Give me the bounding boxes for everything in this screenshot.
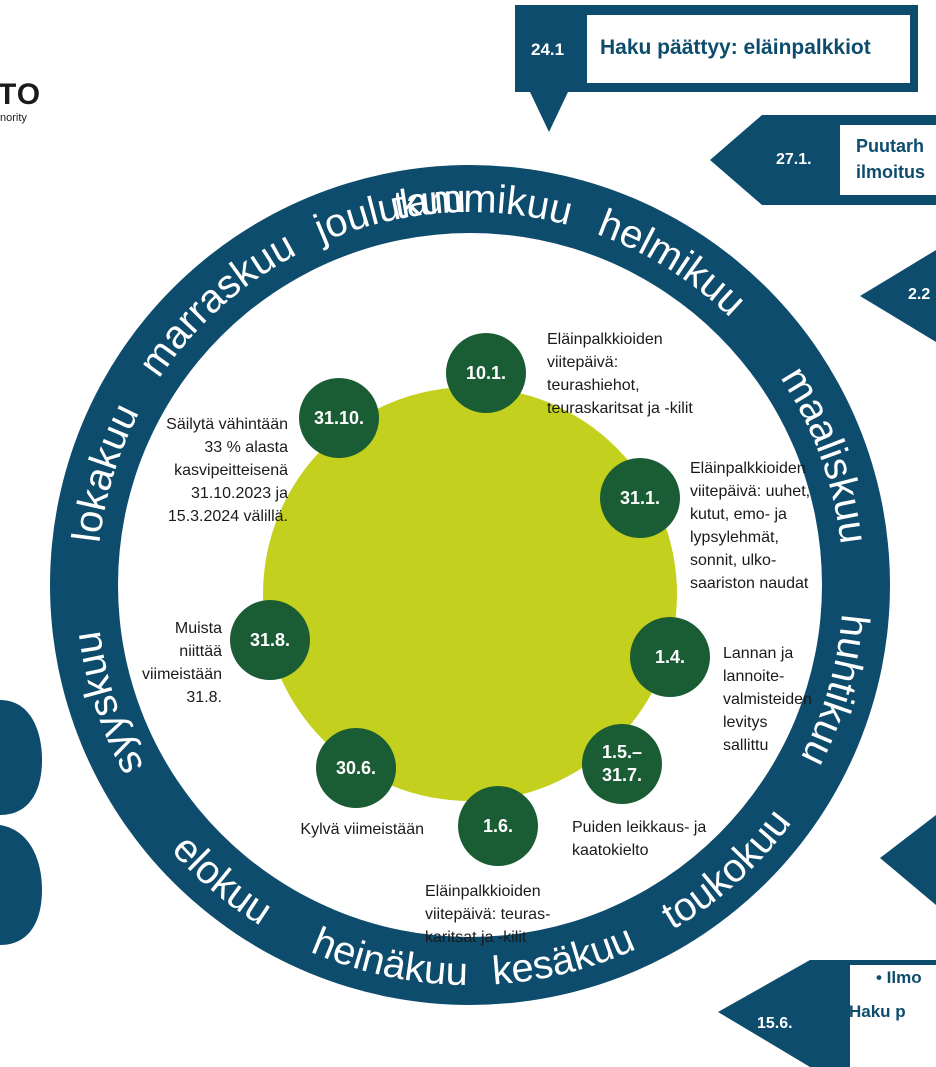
note-line: Puiden leikkaus- ja [572, 819, 707, 836]
note-line: viitepäivä: teuras- [425, 906, 551, 923]
note-line: viitepäivä: [547, 354, 619, 371]
note-line: teurashiehot, [547, 377, 640, 394]
note-line: Säilytä vähintään [166, 416, 288, 433]
date-dot-1-4-label: 1.4. [654, 646, 686, 667]
event-note-1-5: Puiden leikkaus- ja kaatokielto [572, 816, 706, 862]
note-line: viimeistään [141, 666, 222, 683]
left-edge-shape-upper [0, 700, 42, 815]
event-note-31-8: Muista niittää viimeistään 31.8. [100, 617, 222, 709]
date-dot-1-5-31-7: 1.5.– 31.7. [582, 724, 662, 804]
flag-15-6-line1: • Ilmo [876, 968, 922, 987]
flag-24-1 [515, 5, 918, 132]
note-line: kaatokielto [572, 842, 649, 859]
event-note-30-6: Kylvä viimeistään [250, 818, 424, 841]
note-line: sallittu [723, 737, 769, 754]
note-line: 31.10.2023 ja [191, 485, 288, 502]
note-line: Lannan ja [723, 645, 794, 662]
note-line: levitys [723, 714, 768, 731]
date-line-2: 31.7. [601, 765, 643, 785]
note-line: karitsat ja -kilit [425, 929, 527, 946]
date-dot-31-8: 31.8. [230, 600, 310, 680]
flag-15-6-date: 15.6. [757, 1015, 793, 1032]
flag-27-1-line2: ilmoitus [856, 162, 926, 182]
flag-15-6-line2: Haku p [849, 1002, 906, 1021]
date-dot-1-6: 1.6. [458, 786, 538, 866]
note-line: viitepäivä: uuhet, [690, 483, 811, 500]
note-line: Muista [174, 620, 222, 637]
event-note-1-6: Eläinpalkkioiden viitepäivä: teuras- kar… [425, 880, 550, 949]
event-note-31-10: Säilytä vähintään 33 % alasta kasvipeitt… [130, 413, 288, 528]
date-dot-31-1: 31.1. [600, 458, 680, 538]
date-dot-30-6: 30.6. [316, 728, 396, 808]
event-note-31-1: Eläinpalkkioiden viitepäivä: uuhet, kutu… [690, 457, 810, 595]
note-line: sonnit, ulko- [690, 552, 777, 569]
date-dot-1-4: 1.4. [630, 617, 710, 697]
flag-27-1-line1: Puutarh [856, 136, 925, 156]
note-line: 33 % alasta [204, 439, 288, 456]
flag-15-6 [718, 960, 936, 1067]
date-dot-31-10: 31.10. [299, 378, 379, 458]
logo-subtext: nority [0, 112, 27, 124]
note-line: Eläinpalkkioiden [690, 460, 806, 477]
note-line: Kylvä viimeistään [300, 821, 424, 838]
left-edge-shape-lower [0, 825, 42, 945]
flag-2-2 [860, 250, 936, 342]
note-line: teuraskaritsat ja -kilit [547, 400, 693, 417]
date-line-1: 1.5.– [601, 742, 643, 762]
note-line: lypsylehmät, [690, 529, 779, 546]
note-line: niittää [179, 643, 222, 660]
center-disc [263, 387, 677, 801]
note-line: valmisteiden [723, 691, 812, 708]
flag-27-1-date: 27.1. [776, 151, 812, 168]
logo-text: TO [0, 78, 42, 111]
note-line: Eläinpalkkioiden [425, 883, 541, 900]
note-line: kutut, emo- ja [690, 506, 787, 523]
flag-24-1-title: Haku päättyy: eläinpalkkiot [600, 36, 871, 59]
note-line: saariston naudat [690, 575, 809, 592]
note-line: Eläinpalkkioiden [547, 331, 663, 348]
note-line: lannoite- [723, 668, 785, 685]
event-note-10-1: Eläinpalkkioiden viitepäivä: teurashieho… [547, 328, 693, 420]
flag-27-1 [710, 115, 936, 205]
date-dot-10-1: 10.1. [446, 333, 526, 413]
note-line: 31.8. [186, 689, 222, 706]
note-line: kasvipeitteisenä [174, 462, 288, 479]
event-note-1-4: Lannan ja lannoite- valmisteiden levitys… [723, 642, 812, 757]
flag-24-1-date: 24.1 [531, 40, 565, 59]
flag-right-partial [880, 815, 936, 905]
flag-2-2-date: 2.2 [908, 286, 931, 303]
note-line: 15.3.2024 välillä. [167, 508, 288, 525]
